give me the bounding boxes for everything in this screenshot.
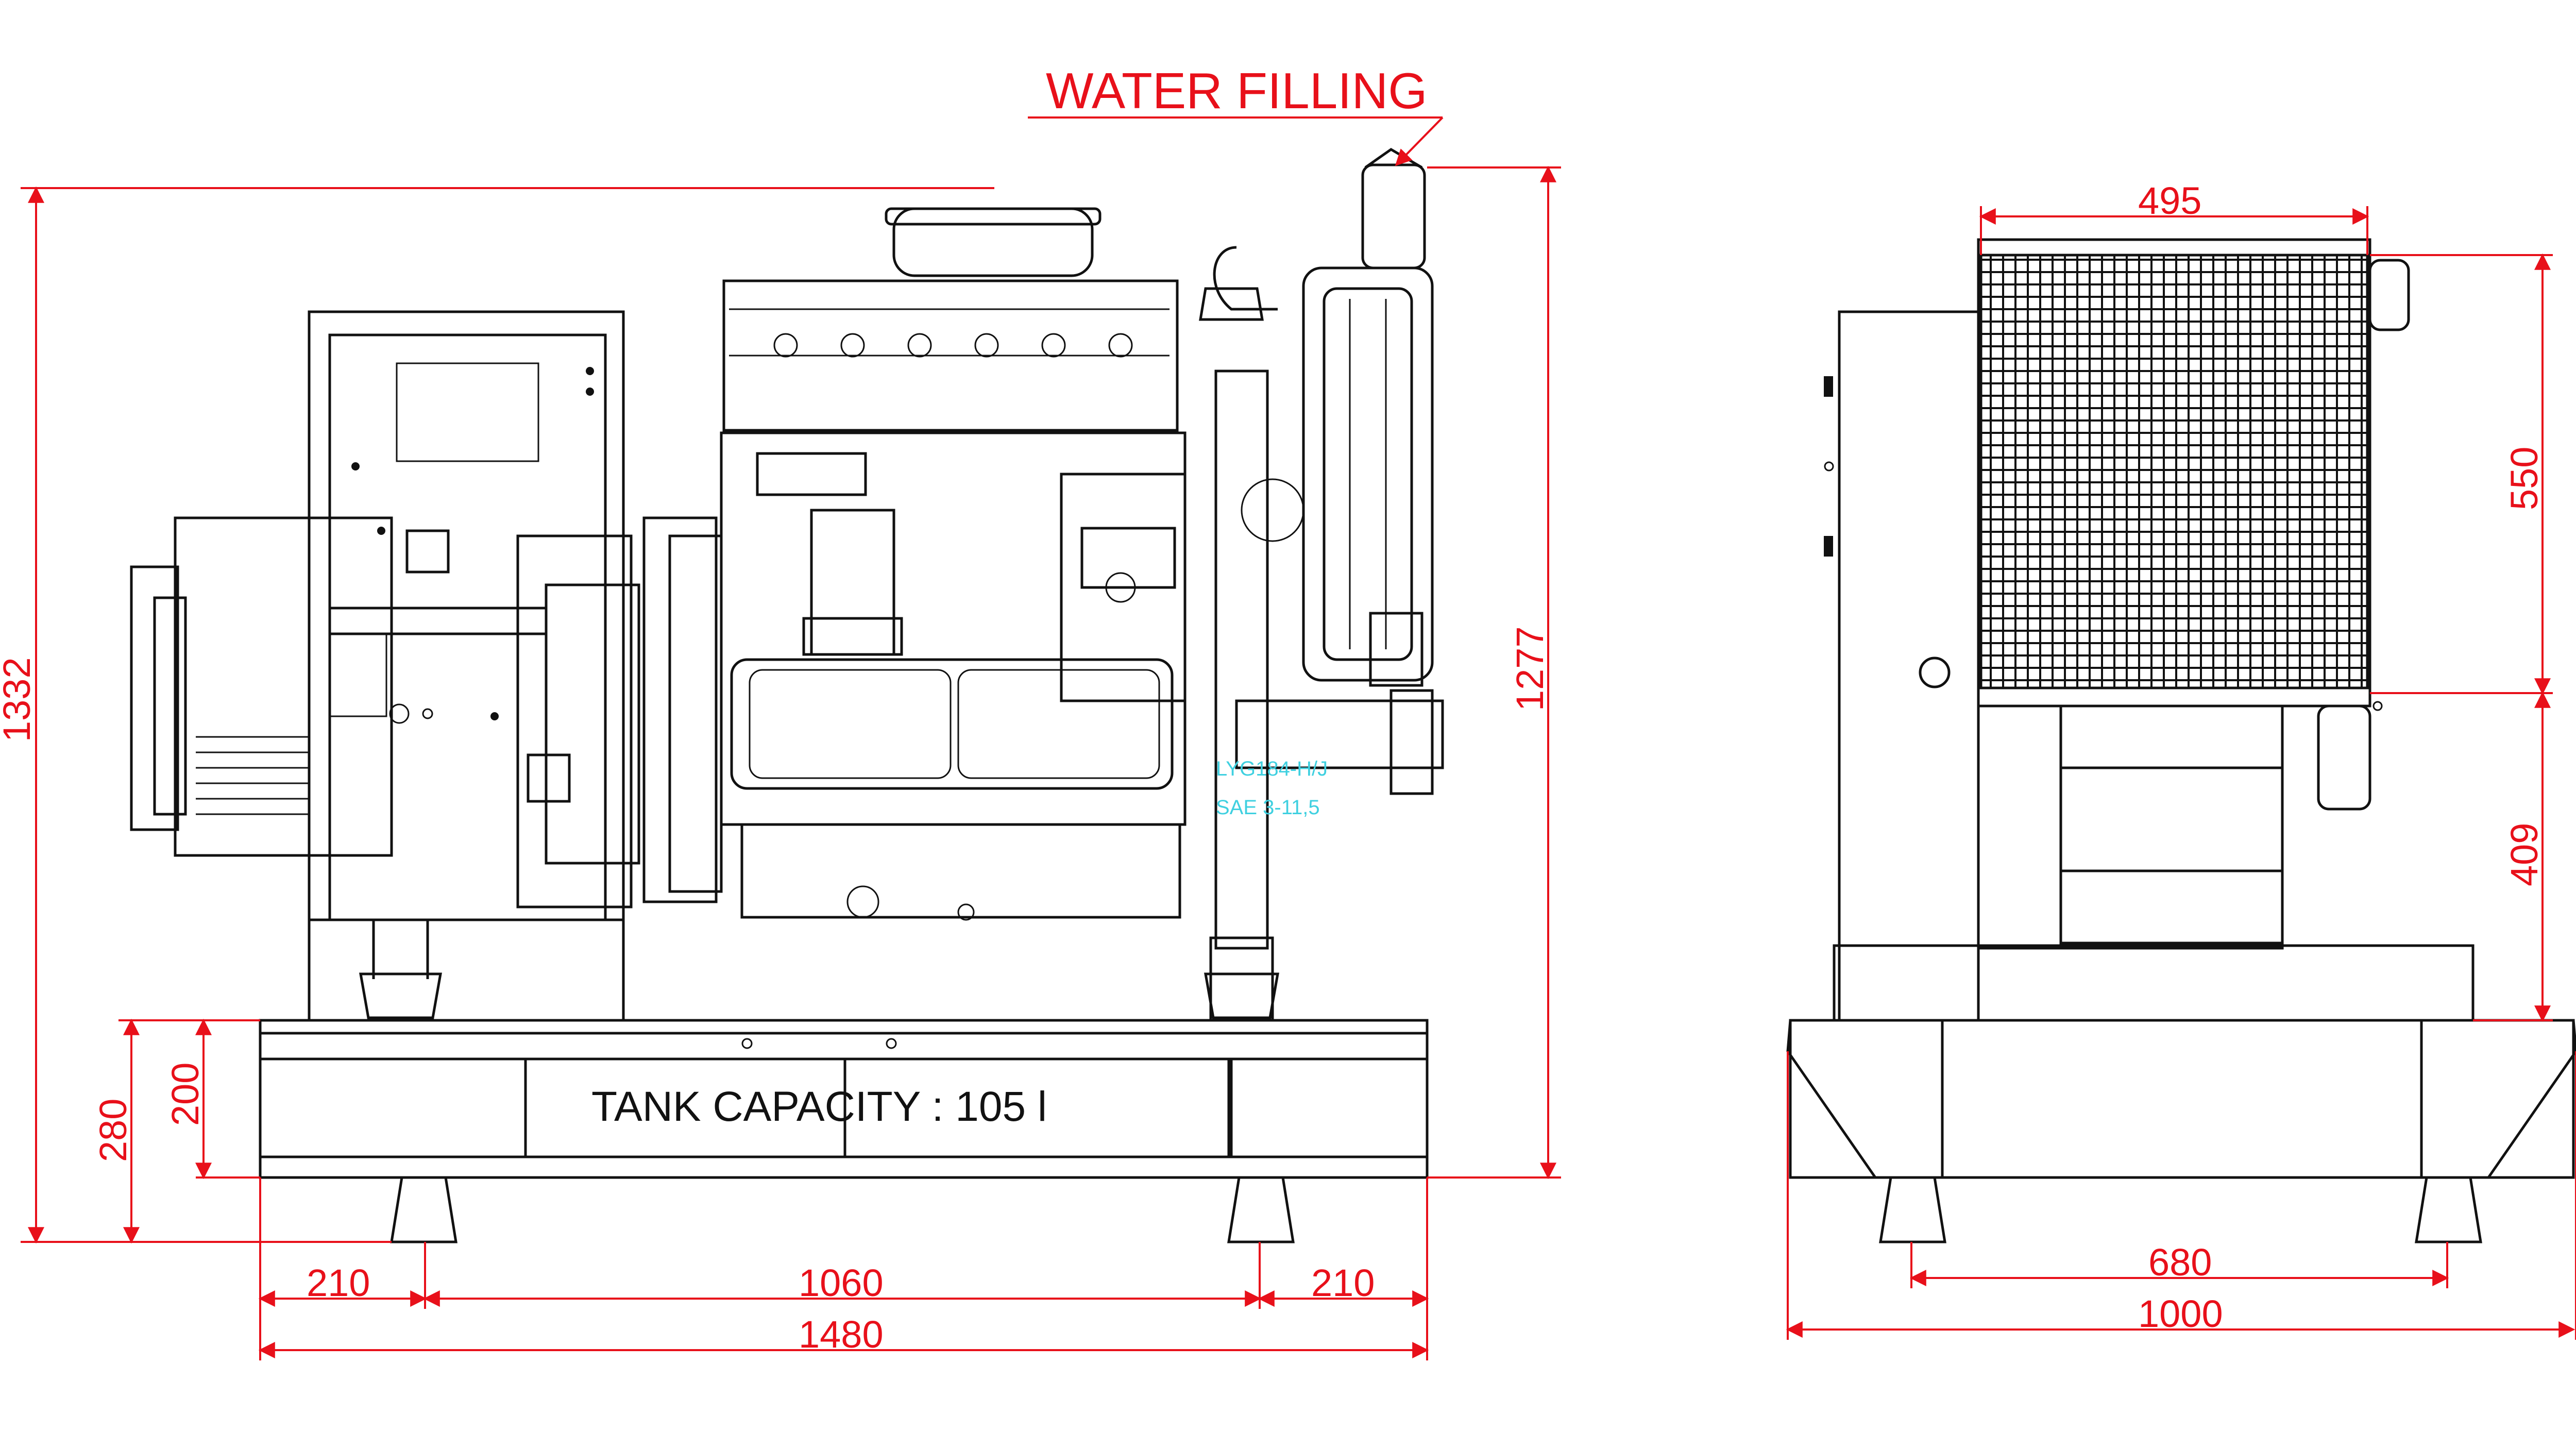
- dim-total-length: 1480: [799, 1313, 884, 1356]
- base-frame: [259, 1019, 1429, 1179]
- water-filling-label: WATER FILLING: [1046, 62, 1428, 119]
- dim-total-width: 1000: [2138, 1292, 2223, 1335]
- side-foot-left: [1879, 1176, 1946, 1243]
- dim-radiator-height: 550: [2503, 447, 2546, 510]
- front-foot-left: [390, 1176, 457, 1243]
- side-dimensions: 495 550 409 680 1000: [1786, 179, 2576, 1340]
- alternator-model-label: LYG184-H/J: [1216, 758, 1328, 780]
- tank-capacity-label: TANK CAPACITY : 105 l: [591, 1083, 1047, 1130]
- dim-height-to-cap: 1277: [1509, 626, 1551, 711]
- dim-base-height: 280: [92, 1099, 134, 1162]
- side-foot-right: [2415, 1176, 2482, 1243]
- dim-right-offset: 210: [1311, 1261, 1375, 1304]
- engine: [720, 207, 1187, 921]
- dim-radiator-width: 495: [2138, 179, 2201, 222]
- front-foot-right: [1227, 1176, 1295, 1243]
- dim-left-offset: 210: [307, 1261, 370, 1304]
- radiator-grille: [1979, 254, 2369, 689]
- sae-label: SAE 3-11,5: [1216, 796, 1320, 819]
- dim-tank-height: 200: [164, 1063, 207, 1126]
- dim-foot-span: 680: [2148, 1241, 2212, 1284]
- front-view: TANK CAPACITY : 105 l LYG184-H/J SAE 3-1…: [0, 62, 1561, 1360]
- side-view: 495 550 409 680 1000: [1786, 179, 2576, 1340]
- front-dimensions: 1332 1277 280 200 210 1060 210: [0, 165, 1561, 1360]
- dim-total-height: 1332: [0, 657, 38, 742]
- control-panel: [308, 310, 625, 1022]
- water-filling-callout: WATER FILLING: [1028, 62, 1444, 166]
- alternator: [130, 516, 723, 909]
- dim-center-span: 1060: [799, 1261, 884, 1304]
- radiator-front: [1199, 148, 1444, 1022]
- dim-radiator-elevation: 409: [2503, 823, 2546, 886]
